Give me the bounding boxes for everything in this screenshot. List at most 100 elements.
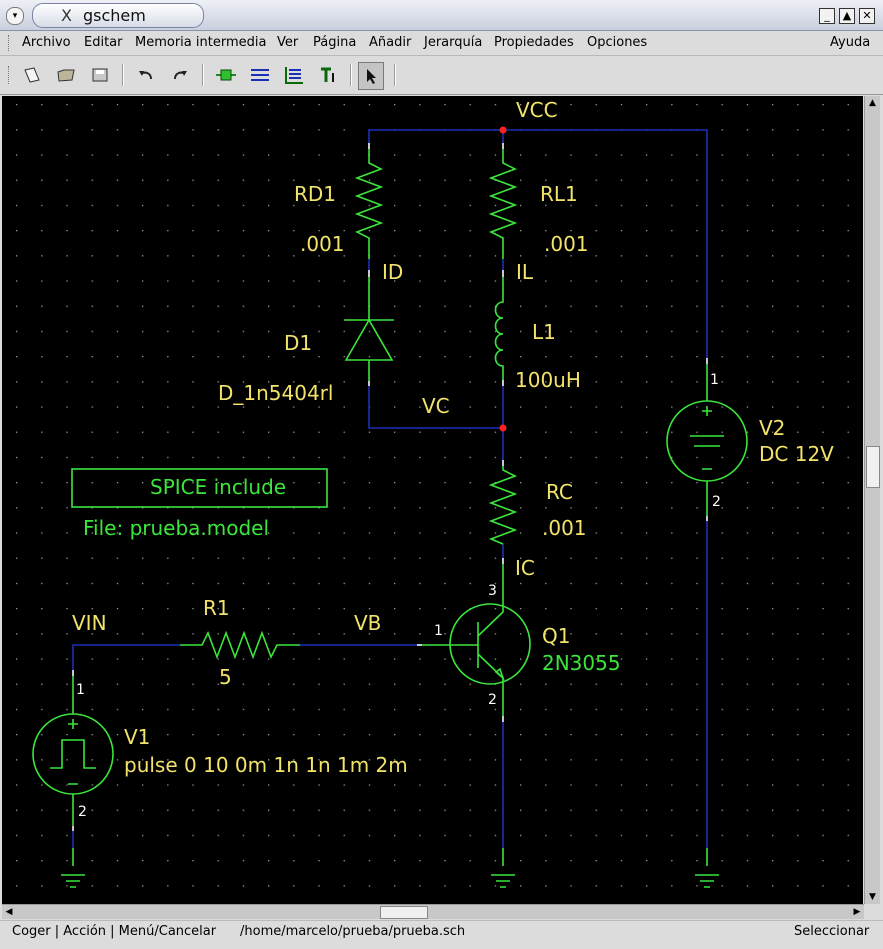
title-bar: ▾ X gschem _ ▲ ✕: [0, 0, 883, 31]
net-vin: [72, 644, 180, 670]
window-title: gschem: [83, 6, 146, 25]
spice-include-box: [71, 468, 328, 508]
nets: [72, 129, 708, 848]
menu-memoria-intermedia[interactable]: Memoria intermedia: [135, 35, 267, 50]
menu-ver[interactable]: Ver: [277, 35, 299, 50]
scroll-down-icon[interactable]: ▼: [869, 892, 876, 902]
save-file-icon[interactable]: [88, 64, 112, 86]
net-label-vc: VC: [422, 394, 450, 418]
add-net-icon[interactable]: [248, 64, 272, 86]
ground-v2: [695, 848, 719, 888]
rc-value: .001: [542, 516, 587, 540]
menu-bar: Archivo Editar Memoria intermedia Ver Pá…: [0, 31, 883, 56]
l1-value: 100uH: [515, 368, 581, 392]
spice-include-file: File: prueba.model: [83, 516, 270, 540]
horizontal-scrollbar[interactable]: ◀ ▶: [2, 904, 864, 919]
pin-number: 1: [710, 372, 719, 388]
toolbar-separator: [122, 64, 124, 86]
open-file-icon[interactable]: [54, 64, 78, 86]
vertical-scroll-thumb[interactable]: [866, 446, 880, 488]
grid-dots: [2, 96, 863, 904]
pin-number: 2: [712, 494, 721, 510]
net-label-id: ID: [382, 260, 404, 284]
net-label-il: IL: [516, 260, 534, 284]
pin-number: 1: [76, 682, 85, 698]
source-v1-signs: [68, 719, 78, 785]
l1-refdes: L1: [532, 320, 556, 344]
resistor-rl1: [488, 143, 518, 259]
net-label-vin: VIN: [72, 611, 107, 635]
window-controls: _ ▲ ✕: [819, 8, 875, 24]
net-label-vb: VB: [354, 611, 382, 635]
menu-propiedades[interactable]: Propiedades: [494, 35, 574, 50]
pin-number: 2: [488, 692, 497, 708]
r1-value: 5: [219, 665, 232, 689]
pin-number: 2: [78, 804, 87, 820]
net-vcc: [368, 129, 708, 358]
rd1-refdes: RD1: [294, 182, 337, 206]
transistor-q1-body: [449, 603, 531, 685]
net-label-vcc: VCC: [516, 98, 558, 122]
q1-model: 2N3055: [542, 651, 621, 675]
current-mode: Seleccionar: [794, 924, 870, 939]
status-bar: Coger | Acción | Menú/Cancelar /home/mar…: [0, 920, 883, 949]
new-file-icon[interactable]: [20, 64, 44, 86]
pin-number: 1: [434, 623, 443, 639]
transistor-q1-leads: [422, 564, 504, 716]
select-pointer-icon[interactable]: [358, 62, 384, 90]
junction-vcc: [499, 126, 507, 134]
menu-archivo[interactable]: Archivo: [22, 35, 71, 50]
menu-pagina[interactable]: Página: [313, 35, 357, 50]
window-menu-icon[interactable]: ▾: [6, 7, 24, 25]
v1-value: pulse 0 10 0m 1n 1n 1m 2m: [124, 753, 408, 777]
rl1-value: .001: [544, 232, 589, 256]
rd1-value: .001: [300, 232, 345, 256]
source-v1-symbol: [50, 670, 96, 831]
vertical-scrollbar[interactable]: ▲ ▼: [864, 96, 880, 904]
add-bus-icon[interactable]: [282, 64, 306, 86]
x11-logo-icon: X: [61, 6, 72, 25]
file-path: /home/marcelo/prueba/prueba.sch: [240, 924, 466, 939]
schematic-canvas[interactable]: VCC RD1 .001 RL1 .001 ID IL D1 D_1n5404r…: [2, 96, 863, 904]
redo-icon[interactable]: [168, 64, 192, 86]
rl1-refdes: RL1: [540, 182, 578, 206]
add-text-icon[interactable]: [316, 64, 340, 86]
net-label-ic: IC: [515, 556, 535, 580]
resistor-rd1: [354, 143, 384, 259]
window-title-pill[interactable]: X gschem: [32, 3, 204, 28]
v2-refdes: V2: [759, 416, 786, 440]
toolbar-grip[interactable]: [8, 66, 12, 84]
spice-include-title: SPICE include: [150, 475, 287, 499]
pin-number: 3: [488, 583, 497, 599]
toolbar: [0, 56, 883, 95]
pin-markers: [72, 143, 708, 831]
v2-value: DC 12V: [759, 442, 834, 466]
resistor-r1: [180, 630, 300, 660]
menu-anadir[interactable]: Añadir: [369, 35, 412, 50]
resistor-rc: [488, 460, 518, 545]
add-component-icon[interactable]: [214, 64, 238, 86]
close-button[interactable]: ✕: [859, 8, 875, 24]
mouse-hint: Coger | Acción | Menú/Cancelar: [12, 924, 217, 939]
d1-model: D_1n5404rl: [218, 381, 334, 405]
menu-ayuda[interactable]: Ayuda: [830, 35, 871, 50]
source-v2-signs: [702, 406, 712, 470]
rc-refdes: RC: [546, 480, 573, 504]
d1-refdes: D1: [284, 331, 313, 355]
diode-d1: [344, 277, 394, 386]
undo-icon[interactable]: [134, 64, 158, 86]
scroll-left-icon[interactable]: ◀: [5, 907, 13, 917]
scroll-up-icon[interactable]: ▲: [869, 98, 876, 108]
ground-v1: [61, 848, 85, 888]
menu-editar[interactable]: Editar: [84, 35, 123, 50]
menubar-grip[interactable]: [8, 35, 12, 51]
minimize-button[interactable]: _: [819, 8, 835, 24]
scroll-right-icon[interactable]: ▶: [853, 907, 861, 917]
menu-opciones[interactable]: Opciones: [587, 35, 648, 50]
v1-refdes: V1: [124, 725, 151, 749]
horizontal-scroll-thumb[interactable]: [380, 906, 428, 919]
maximize-button[interactable]: ▲: [839, 8, 855, 24]
inductor-l1: [494, 277, 504, 380]
toolbar-separator: [202, 64, 204, 86]
menu-jerarquia[interactable]: Jerarquía: [424, 35, 483, 50]
